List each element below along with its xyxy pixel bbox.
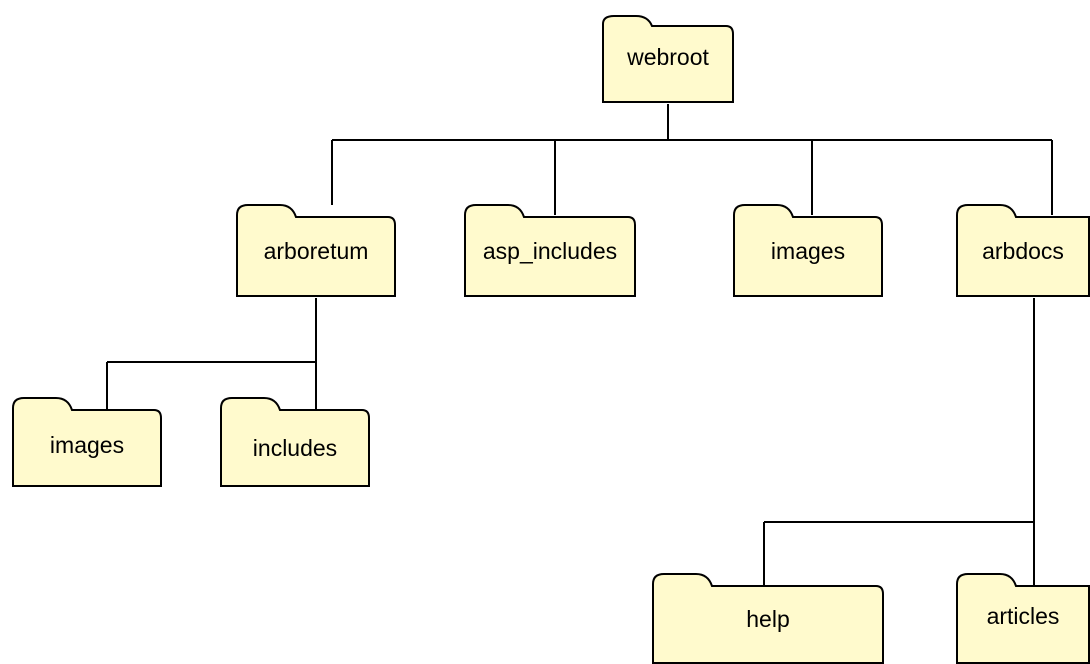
folder-label: images	[770, 238, 846, 264]
folder-asp-includes[interactable]: asp_includes	[464, 203, 636, 298]
folder-icon	[733, 204, 883, 297]
folder-icon	[12, 397, 162, 487]
folder-arboretum[interactable]: arboretum	[236, 203, 396, 298]
folder-label: arbdocs	[982, 238, 1064, 264]
folder-label: images	[49, 432, 125, 458]
folder-images[interactable]: images	[733, 203, 883, 298]
folder-icon	[236, 204, 396, 297]
folder-arboretum-images[interactable]: images	[12, 396, 162, 488]
folder-arboretum-includes[interactable]: includes	[220, 396, 370, 488]
folder-label: articles	[986, 603, 1060, 629]
folder-icon	[956, 573, 1090, 664]
folder-arbdocs[interactable]: arbdocs	[956, 203, 1090, 298]
folder-label: webroot	[627, 44, 709, 70]
folder-webroot[interactable]: webroot	[602, 14, 734, 104]
folder-label: arboretum	[263, 238, 369, 264]
folder-articles[interactable]: articles	[956, 572, 1090, 664]
folder-icon	[464, 204, 636, 297]
folder-label: includes	[252, 435, 338, 461]
folder-label: asp_includes	[482, 238, 618, 264]
folder-icon	[220, 397, 370, 487]
folder-icon	[602, 15, 734, 103]
folder-icon	[956, 204, 1090, 297]
folder-help[interactable]: help	[652, 572, 884, 664]
folder-label: help	[746, 606, 790, 632]
folder-icon	[652, 573, 884, 664]
